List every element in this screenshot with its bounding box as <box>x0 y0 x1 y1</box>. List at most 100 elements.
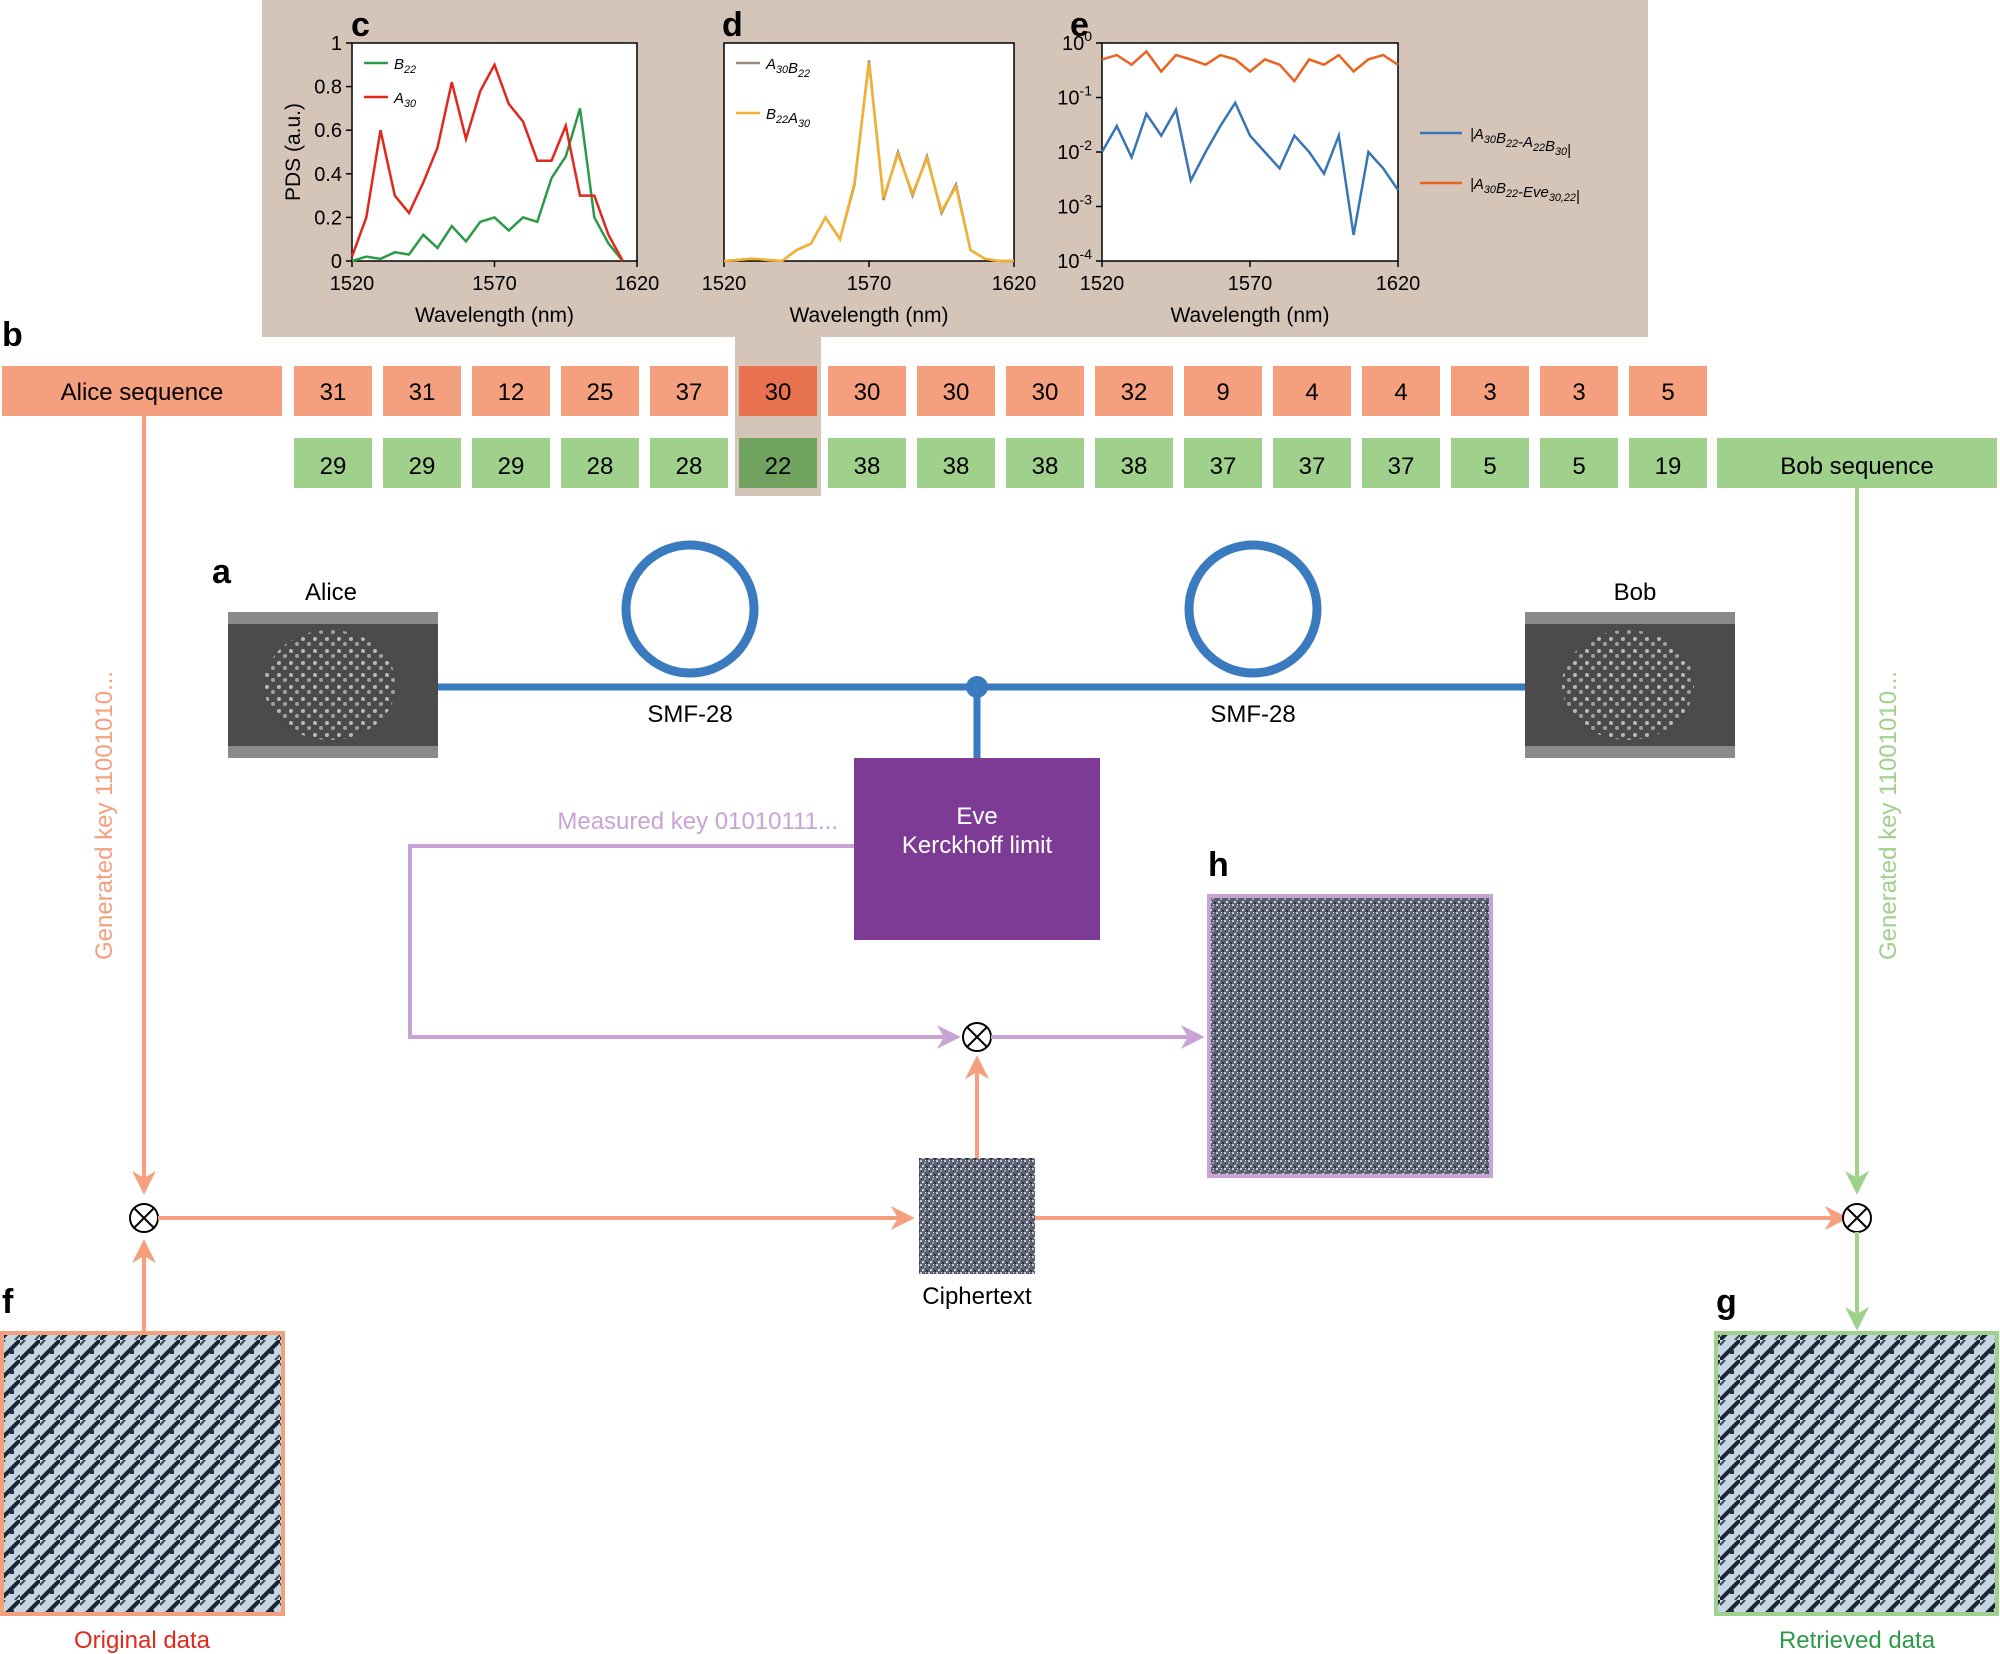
y-tick-label: 10-2 <box>1057 137 1092 164</box>
alice-label: Alice <box>305 579 357 606</box>
alice-sequence-value: 5 <box>1661 379 1674 406</box>
alice-sequence-cell <box>1095 366 1173 416</box>
series-line <box>723 62 1014 263</box>
x-tick-label: 1620 <box>1376 273 1421 295</box>
alice-sequence-cell <box>294 366 372 416</box>
y-axis-label: PDS (a.u.) <box>282 103 305 201</box>
x-axis-label: Wavelength (nm) <box>789 304 948 327</box>
bob-sequence-value: 29 <box>320 453 347 480</box>
bob-sequence-cell <box>650 438 728 488</box>
legend-label: B22 <box>394 56 416 76</box>
x-axis-label: Wavelength (nm) <box>415 304 574 327</box>
y-tick-label: 10-1 <box>1057 83 1092 110</box>
x-tick-label: 1520 <box>1080 273 1125 295</box>
bob-sequence-value: 22 <box>765 453 792 480</box>
retrieved-data-label: Retrieved data <box>1779 1627 1936 1654</box>
alice-sequence-label: Alice sequence <box>61 379 224 406</box>
alice-key-label: Generated key 11001010... <box>91 671 118 960</box>
bob-sequence-cell <box>739 438 817 488</box>
y-tick-label: 0.4 <box>314 164 342 186</box>
fiber-left-label: SMF-28 <box>647 701 732 728</box>
plot-area <box>1101 42 1399 262</box>
bob-key-label: Generated key 11001010... <box>1875 671 1902 960</box>
alice-sequence-cell <box>917 366 995 416</box>
bob-sequence-label-box <box>1717 438 1997 488</box>
bob-sequence-cell <box>1184 438 1262 488</box>
legend-label: A30 <box>393 90 416 110</box>
x-tick-label: 1570 <box>1228 273 1273 295</box>
original-data-image <box>0 1331 285 1616</box>
y-tick-label: 0.2 <box>314 207 342 229</box>
xor-bob-cross <box>1846 1207 1868 1229</box>
panel-letter-a: a <box>212 553 232 591</box>
alice-sequence-cell <box>1451 366 1529 416</box>
x-tick-label: 1520 <box>330 273 375 295</box>
panel-letter-f: f <box>2 1283 14 1321</box>
series-line <box>1101 49 1399 84</box>
alice-sequence-value: 3 <box>1572 379 1585 406</box>
bob-sequence-cell <box>1629 438 1707 488</box>
plot-area <box>351 42 638 262</box>
alice-sequence-value: 31 <box>320 379 347 406</box>
x-tick-label: 1620 <box>992 273 1037 295</box>
bob-sequence-value: 5 <box>1483 453 1496 480</box>
panel-letter-e: e <box>1070 6 1089 44</box>
measured-key-line <box>408 844 961 1049</box>
alice-sequence-cell <box>383 366 461 416</box>
y-tick-label: 0 <box>331 251 342 273</box>
series-line <box>350 61 624 262</box>
bob-sequence-value: 28 <box>676 453 703 480</box>
legend-label: |A30B22-A22B30| <box>1470 126 1571 159</box>
bob-sequence-cell <box>917 438 995 488</box>
x-tick-label: 1620 <box>615 273 660 295</box>
xor-alice-cross <box>133 1207 155 1229</box>
legend-label: A30B22 <box>765 56 810 80</box>
bob-fingerprint-icon <box>1562 630 1694 740</box>
y-tick-label: 10-4 <box>1057 246 1092 273</box>
x-tick-label: 1520 <box>702 273 747 295</box>
y-tick-label: 10-3 <box>1057 192 1092 219</box>
alice-sequence-value: 30 <box>1032 379 1059 406</box>
panel-letter-b: b <box>2 316 23 354</box>
alice-fingerprint-icon <box>264 630 396 740</box>
eve-decrypted-image <box>1207 894 1493 1178</box>
y-tick-label: 0.8 <box>314 77 342 99</box>
fiber-right-label: SMF-28 <box>1210 701 1295 728</box>
series-line <box>351 108 624 263</box>
bob-sequence-value: 37 <box>1299 453 1326 480</box>
alice-sequence-label-box <box>2 366 282 416</box>
alice-sequence-value: 37 <box>676 379 703 406</box>
bob-sequence-cell <box>383 438 461 488</box>
alice-sequence-value: 25 <box>587 379 614 406</box>
legend-label: |A30B22-Eve30,22| <box>1470 176 1580 205</box>
bob-sequence-value: 37 <box>1210 453 1237 480</box>
ciphertext-image <box>919 1158 1035 1274</box>
alice-sequence-cell <box>1629 366 1707 416</box>
alice-chip <box>228 612 438 758</box>
alice-sequence-value: 31 <box>409 379 436 406</box>
y-tick-label: 100 <box>1062 28 1092 55</box>
alice-sequence-cell <box>1273 366 1351 416</box>
alice-sequence-cell <box>828 366 906 416</box>
bob-sequence-value: 29 <box>498 453 525 480</box>
bob-sequence-cell <box>1362 438 1440 488</box>
alice-sequence-cell <box>1362 366 1440 416</box>
retrieved-data-image <box>1714 1331 1999 1616</box>
bob-sequence-value: 38 <box>943 453 970 480</box>
plot-area <box>723 42 1015 262</box>
alice-sequence-value: 32 <box>1121 379 1148 406</box>
alice-sequence-value: 12 <box>498 379 525 406</box>
eve-box <box>854 758 1100 940</box>
bob-sequence-cell <box>561 438 639 488</box>
bob-sequence-value: 29 <box>409 453 436 480</box>
alice-sequence-cell <box>1540 366 1618 416</box>
fiber-spool-left-icon <box>621 540 759 678</box>
alice-sequence-cell <box>1006 366 1084 416</box>
alice-sequence-value: 9 <box>1216 379 1229 406</box>
alice-sequence-value: 4 <box>1305 379 1318 406</box>
